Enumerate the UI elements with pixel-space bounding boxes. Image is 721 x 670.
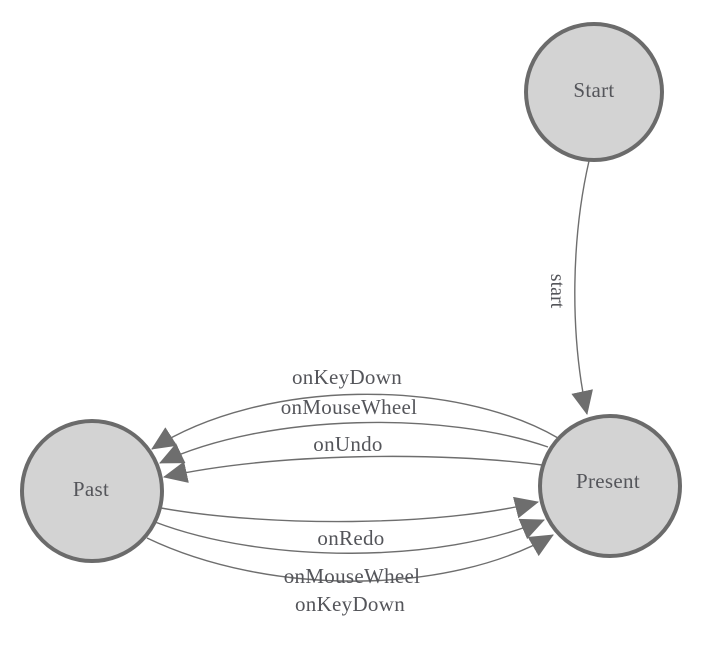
edge-label-onmousewheel-bottom: onMouseWheel [284,564,421,588]
edge-present-to-past-onmousewheel [159,421,549,464]
edge-past-to-present-onkeydown [146,534,554,582]
edge-label-onmousewheel-top: onMouseWheel [281,395,418,419]
node-start: Start [524,22,664,162]
edge-label-onundo: onUndo [313,432,382,456]
edge-start-to-present [571,160,593,415]
node-present: Present [538,414,682,558]
node-present-label: Present [576,469,640,493]
edge-present-to-past-onkeydown [151,393,559,450]
node-past: Past [20,419,164,563]
edges [146,160,593,582]
edge-labels: start onKeyDown onMouseWheel onUndo onRe… [281,274,568,616]
edge-label-onredo: onRedo [317,526,384,550]
edge-label-onkeydown-bottom: onKeyDown [295,592,405,616]
node-present-circle [538,414,682,558]
edge-label-start: start [546,274,568,309]
edge-past-to-present-onmousewheel [154,518,545,554]
node-start-circle [524,22,664,162]
node-past-label: Past [73,477,109,501]
edge-label-onkeydown-top: onKeyDown [292,365,402,389]
node-past-circle [20,419,164,563]
edge-past-to-present-onredo [160,496,539,523]
edge-present-to-past-onundo [163,455,543,483]
node-start-label: Start [573,78,614,102]
